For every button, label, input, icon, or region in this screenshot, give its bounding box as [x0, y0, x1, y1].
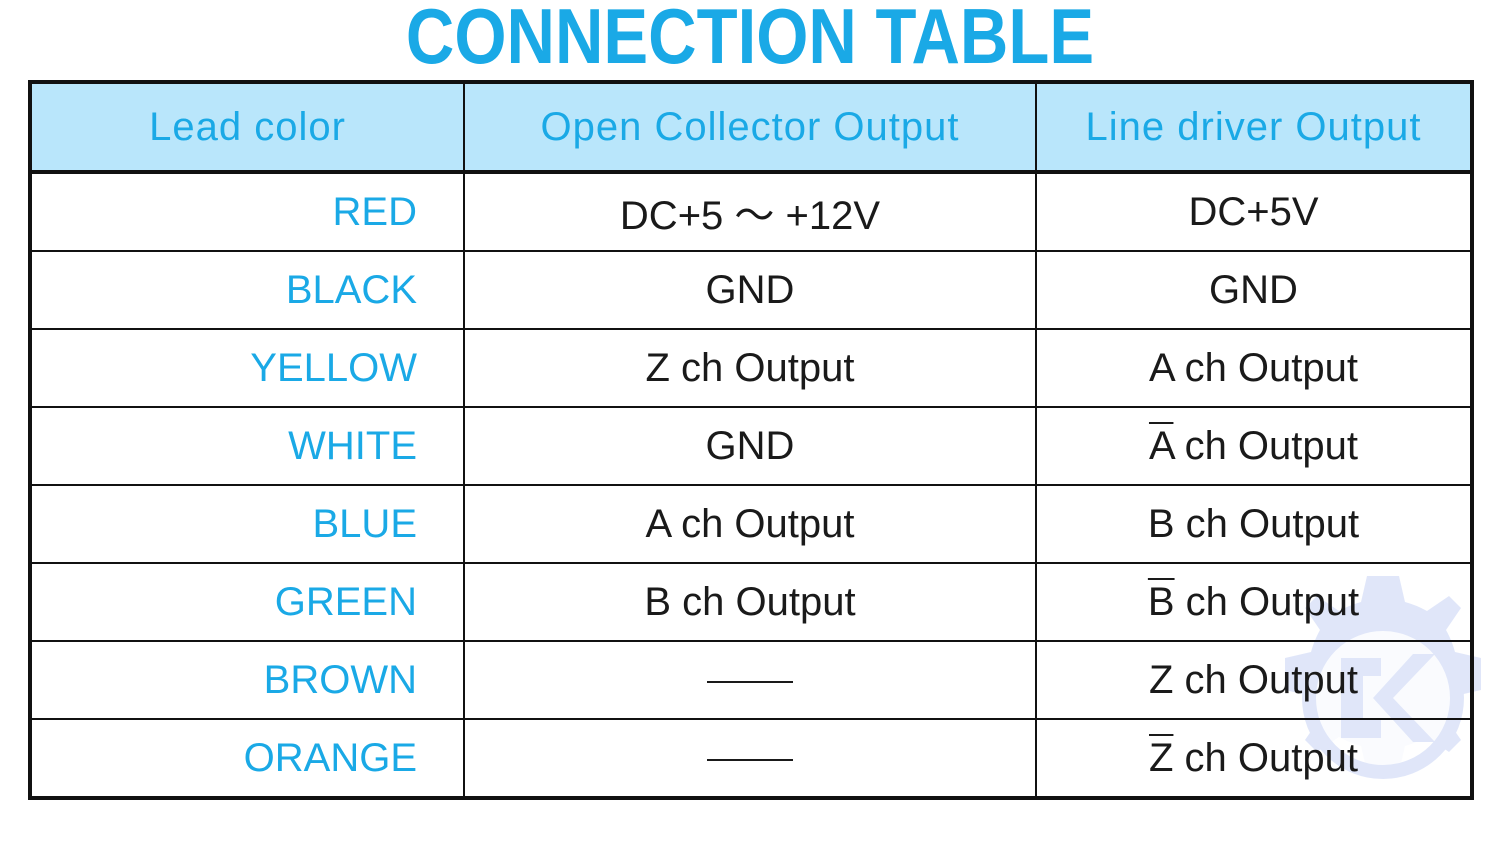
overline-letter: B: [1147, 579, 1175, 624]
cell-text: DC+5 ～ +12V: [619, 194, 881, 238]
not-connected-dash: [707, 758, 793, 761]
cell-text: ch Output: [1174, 579, 1360, 624]
open-collector-cell: Z ch Output: [463, 328, 1037, 408]
table-row: BLUE A ch Output B ch Output: [29, 484, 1473, 564]
cell-text: Z ch Output: [645, 345, 855, 390]
overline-letter: A: [1148, 423, 1174, 468]
cell-text: Z ch Output: [1149, 657, 1358, 702]
lead-color-cell: YELLOW: [29, 328, 465, 408]
table-row: BROWN Z ch Output: [29, 640, 1473, 720]
column-header-open-collector: Open Collector Output: [463, 81, 1037, 174]
open-collector-cell: A ch Output: [463, 484, 1037, 564]
cell-text: B ch Output: [1147, 501, 1360, 546]
table-row: RED DC+5 ～ +12V DC+5V: [29, 171, 1473, 252]
lead-color-cell: ORANGE: [29, 718, 465, 799]
cell-text: GND: [1209, 267, 1298, 312]
table-row: WHITE GND A ch Output: [29, 406, 1473, 486]
line-driver-cell: A ch Output: [1035, 328, 1473, 408]
lead-color-cell: WHITE: [29, 406, 465, 486]
overline-letter: Z: [1149, 735, 1174, 780]
lead-color-cell: BROWN: [29, 640, 465, 720]
table-row: BLACK GND GND: [29, 250, 1473, 330]
line-driver-cell: Z ch Output: [1035, 640, 1473, 720]
connection-table: Lead color Open Collector Output Line dr…: [28, 80, 1474, 800]
table-row: GREEN B ch Output B ch Output: [29, 562, 1473, 642]
cell-text: A ch Output: [1148, 345, 1359, 390]
table-header-row: Lead color Open Collector Output Line dr…: [29, 81, 1473, 174]
cell-text: GND: [705, 423, 795, 468]
line-driver-cell: B ch Output: [1035, 484, 1473, 564]
table-row: ORANGE Z ch Output: [29, 718, 1473, 799]
open-collector-cell: DC+5 ～ +12V: [463, 171, 1037, 252]
column-header-lead-color: Lead color: [29, 81, 465, 174]
cell-text: ch Output: [1173, 735, 1358, 780]
lead-color-cell: BLUE: [29, 484, 465, 564]
cell-text: GND: [705, 267, 795, 312]
line-driver-cell: A ch Output: [1035, 406, 1473, 486]
lead-color-cell: BLACK: [29, 250, 465, 330]
cell-text: DC+5V: [1188, 189, 1319, 234]
lead-color-cell: RED: [29, 171, 465, 252]
line-driver-cell: B ch Output: [1035, 562, 1473, 642]
open-collector-cell: GND: [463, 406, 1037, 486]
line-driver-cell: GND: [1035, 250, 1473, 330]
open-collector-cell: GND: [463, 250, 1037, 330]
open-collector-cell: [463, 718, 1037, 799]
open-collector-cell: B ch Output: [463, 562, 1037, 642]
open-collector-cell: [463, 640, 1037, 720]
connection-table-container: Lead color Open Collector Output Line dr…: [28, 80, 1481, 800]
cell-text: B ch Output: [644, 579, 856, 624]
page-title: CONNECTION TABLE: [405, 0, 1095, 80]
column-header-line-driver: Line driver Output: [1035, 81, 1473, 174]
cell-text: ch Output: [1173, 423, 1359, 468]
not-connected-dash: [707, 680, 793, 683]
cell-text: A ch Output: [645, 501, 855, 546]
lead-color-cell: GREEN: [29, 562, 465, 642]
line-driver-cell: DC+5V: [1035, 171, 1473, 252]
table-row: YELLOW Z ch Output A ch Output: [29, 328, 1473, 408]
line-driver-cell: Z ch Output: [1035, 718, 1473, 799]
